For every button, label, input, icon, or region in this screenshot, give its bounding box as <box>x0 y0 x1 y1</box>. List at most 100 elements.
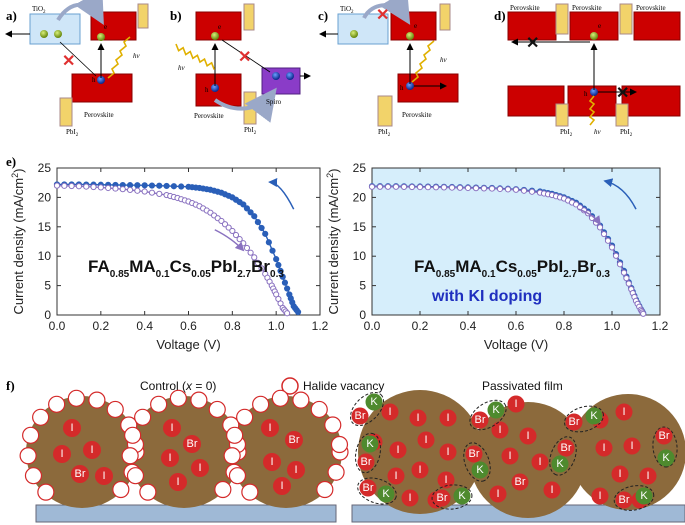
halide-vacancy <box>228 467 247 485</box>
atom-label: I <box>550 484 553 496</box>
halide-vacancy <box>88 391 106 409</box>
atom-label: Br <box>363 482 374 494</box>
svg-text:TiO2: TiO2 <box>340 5 354 15</box>
halide-vacancy <box>32 408 50 426</box>
bromide-atom <box>465 445 483 463</box>
block-x-icon: ✕ <box>526 35 539 52</box>
halide-vacancy <box>150 395 168 413</box>
potassium-atom <box>585 407 603 425</box>
atom-label: I <box>60 448 63 460</box>
y-tick-label: 5 <box>359 279 366 293</box>
data-point <box>376 183 384 190</box>
tio2-box <box>337 13 389 45</box>
atom-label: I <box>170 422 173 434</box>
control-title: Control ( <box>140 379 186 393</box>
atom-label: I <box>268 422 271 434</box>
atom-label: I <box>396 444 399 456</box>
transfer-arrow <box>362 0 411 25</box>
iodide-atom <box>411 461 429 479</box>
data-point <box>277 267 284 274</box>
e-label: e <box>104 23 107 31</box>
svg-text:PbI2: PbI2 <box>560 128 573 138</box>
iodide-atom <box>543 481 561 499</box>
panel-a: a) TiO2 e h ✕ hv PbI2 Perovskite <box>5 0 149 138</box>
data-point <box>392 183 400 190</box>
data-point <box>105 184 112 192</box>
atom-label: Br <box>619 494 630 506</box>
tio2-box <box>29 13 81 45</box>
y-tick-label: 20 <box>353 190 367 204</box>
iodide-atom <box>63 419 81 437</box>
panel-d: d) Perovskite Perovskite Perovskite e h … <box>494 3 681 138</box>
atom-label: I <box>424 434 427 446</box>
data-point <box>520 187 528 194</box>
x-tick-label: 0.2 <box>412 319 429 333</box>
iodide-atom <box>615 403 633 421</box>
data-point <box>156 182 163 189</box>
perovskite-label: Perovskite <box>510 4 540 12</box>
data-point <box>97 184 104 191</box>
bromide-atom <box>351 407 369 425</box>
pbi2-bar <box>615 103 629 127</box>
iodide-atom <box>401 489 419 507</box>
atom-label: K <box>492 404 500 416</box>
iodide-atom <box>387 467 405 485</box>
x-tick-label: 1.2 <box>652 319 669 333</box>
panel-label-b: b) <box>170 8 182 23</box>
bromide-atom <box>557 439 575 457</box>
halide-vacancy <box>271 389 289 407</box>
halide-vacancy <box>134 408 152 426</box>
h-label: h <box>92 76 96 84</box>
svg-text:FA0.85MA0.1Cs0.05PbI2.7Br0.3: FA0.85MA0.1Cs0.05PbI2.7Br0.3 <box>88 257 284 280</box>
y-tick-label: 10 <box>353 249 367 263</box>
photon-icon <box>588 95 596 126</box>
halide-vacancy <box>324 416 342 434</box>
x-axis-label: Voltage (V) <box>484 337 548 352</box>
atom-label: I <box>446 412 449 424</box>
panel-f: f) Control (x = 0) Halide vacancy Passiv… <box>6 377 685 523</box>
panel-b: b) e h ✕ hv Perovskite PbI2 Spiro <box>170 3 311 136</box>
grains: IIIBrIIBrIIIIBrIIIIIIIIIIIIIIIIIIIIBrIII… <box>19 389 685 518</box>
pbi2-bar-top <box>439 3 451 31</box>
passivation-pair <box>463 442 491 482</box>
atom-label: I <box>416 412 419 424</box>
electron <box>54 30 62 38</box>
iodide-atom <box>83 441 101 459</box>
x-tick-label: 0.6 <box>508 319 525 333</box>
data-point <box>243 244 251 252</box>
data-point <box>604 237 612 244</box>
passivation-pair <box>652 426 678 468</box>
halide-vacancy <box>292 391 310 409</box>
halide-vacancy <box>330 435 349 454</box>
halide-vacancy <box>169 389 187 407</box>
atom-label: I <box>514 398 517 410</box>
data-point <box>141 182 148 189</box>
y-tick-label: 15 <box>353 220 367 234</box>
panel-label-a: a) <box>6 8 17 23</box>
iodide-atom <box>263 453 281 471</box>
halide-vacancy <box>327 463 345 481</box>
halide-vacancy <box>106 400 124 419</box>
atom-label: K <box>382 488 390 500</box>
vacancy-legend-label: Halide vacancy <box>303 379 384 393</box>
potassium-atom <box>365 393 383 411</box>
data-point <box>254 259 262 266</box>
block-x-icon: ✕ <box>376 7 389 24</box>
atom-label: K <box>476 464 484 476</box>
y-tick-label: 15 <box>38 220 52 234</box>
data-point <box>281 279 289 286</box>
atom-label: I <box>646 470 649 482</box>
potassium-atom <box>657 449 675 467</box>
iodide-atom <box>439 443 457 461</box>
iodide-atom <box>595 439 613 457</box>
atom-label: I <box>70 422 73 434</box>
panel-label-f: f) <box>6 378 15 393</box>
atom-label: I <box>418 464 421 476</box>
hv-label: hv <box>440 56 448 64</box>
electron <box>406 32 414 40</box>
pbi2-bar <box>555 103 569 127</box>
atom-label: I <box>280 480 283 492</box>
data-point <box>254 218 262 226</box>
data-point <box>119 186 126 193</box>
